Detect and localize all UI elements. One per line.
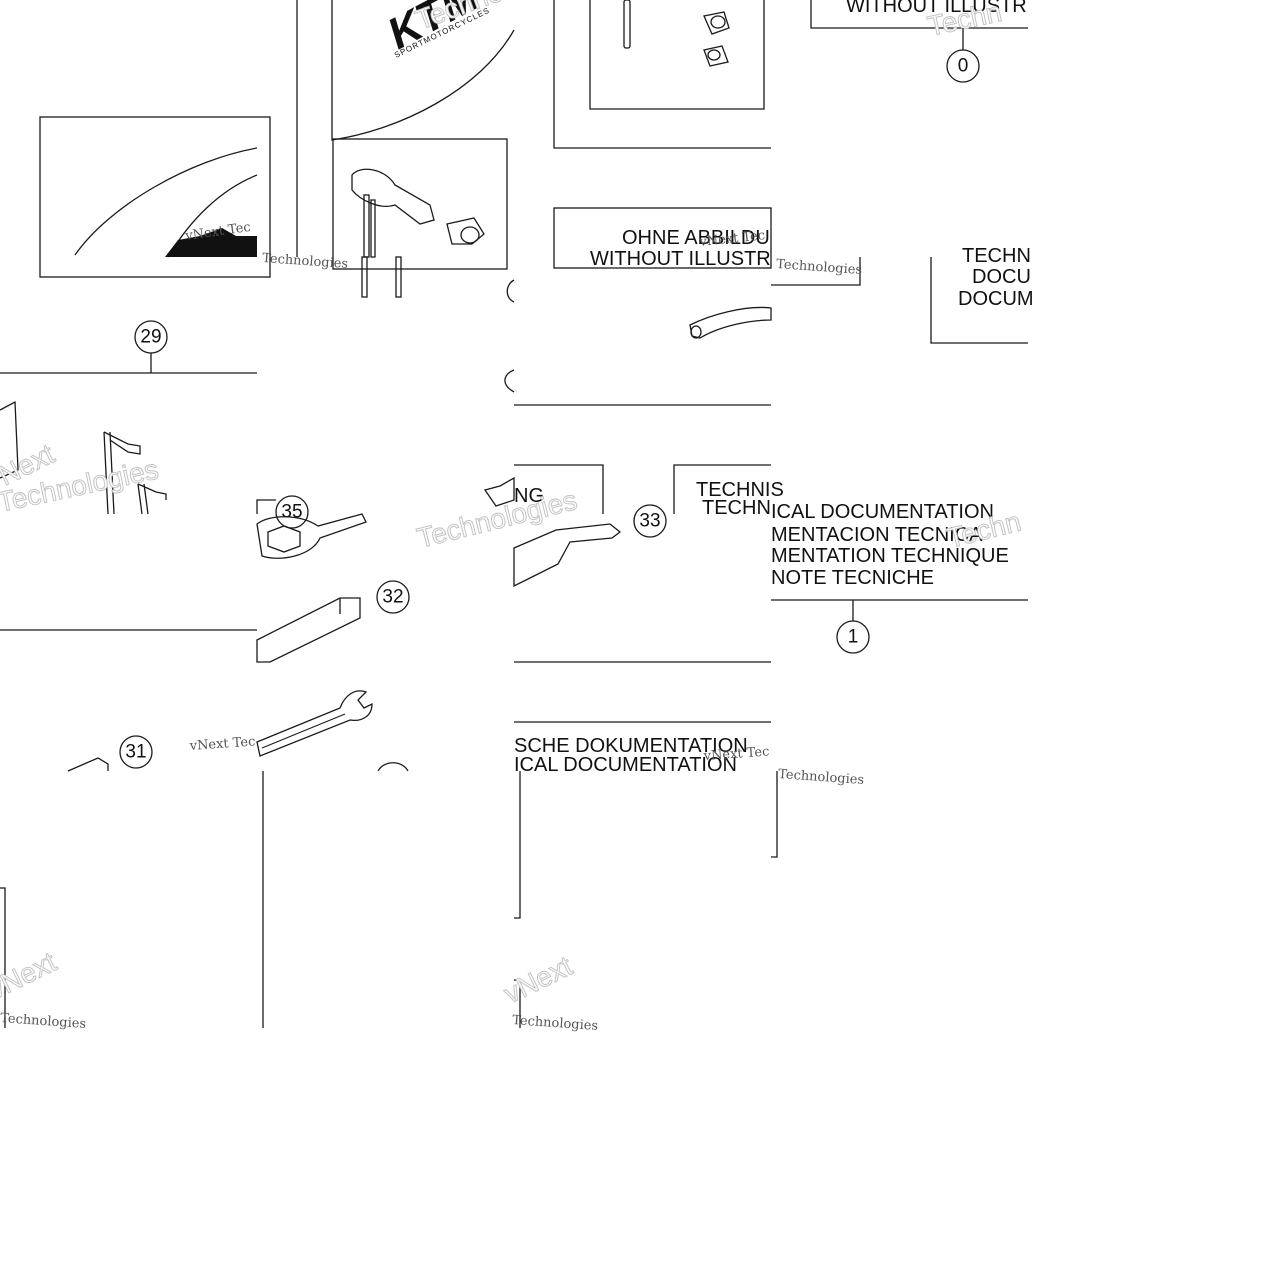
doc-big-line1: ICAL DOCUMENTATION: [771, 501, 994, 523]
doc-box-right: Technologies TECHN DOCU DOCUM: [771, 245, 1034, 344]
doc-center-line2: TECHN: [702, 497, 771, 519]
bits-box: OHNE ABBILDU WITHOUT ILLUSTR vNext Tec: [553, 0, 772, 270]
doc-small-left: NG: [514, 485, 544, 507]
callout-32-label: 32: [382, 587, 403, 608]
watermark-tech-5: Technologies: [414, 484, 580, 554]
watermark-techno-1: Techno: [411, 0, 506, 36]
callout-31-label: 31: [125, 742, 146, 763]
doc-big-line2: MENTACION TECNICA: [771, 524, 983, 546]
callout-33: 33: [633, 504, 667, 538]
watermark-vnext-10: vNext: [0, 946, 61, 1005]
doc-right-line3: DOCUM: [958, 288, 1034, 310]
ktm-flag: KTM SPORTMOTORCYCLES Techno: [296, 0, 515, 257]
callout-29: 29: [134, 320, 168, 354]
watermark-tech-12: Technologies: [778, 767, 865, 788]
callout-1-label: 1: [848, 627, 859, 648]
open-wrench: [256, 690, 409, 772]
watermark-vnext-2: vNext Tec: [698, 228, 766, 250]
doc-big-line4: NOTE TECNICHE: [771, 567, 934, 589]
special-spanner: SCHE DOKUMENTATION ICAL DOCUMENTATION vN…: [513, 523, 771, 776]
watermark-vnext-11: vNext: [499, 950, 577, 1009]
doc-center-line1: TECHNIS: [696, 479, 784, 501]
watermark-tech-4: Technologies: [262, 251, 349, 272]
doc-bottom-line2: ICAL DOCUMENTATION: [514, 754, 737, 776]
doc-top-line1: WITHOUT ILLUSTR: [846, 0, 1027, 17]
doc-box-big: ICAL DOCUMENTATION MENTACION TECNICA MEN…: [771, 501, 1028, 621]
watermark-tech-10: Technologies: [0, 1011, 87, 1032]
callout-31: 31: [119, 735, 153, 769]
watermark-tech-6: Technologies: [776, 257, 863, 278]
doc-big-line3: MENTATION TECHNIQUE: [771, 545, 1009, 567]
callout-1: 1: [836, 620, 870, 654]
hex-key-continued: Technologies: [262, 251, 515, 507]
callout-0-label: 0: [958, 56, 969, 77]
t-handle-hex-key: [332, 138, 508, 270]
callout-35: 35: [256, 495, 309, 529]
row3-left: vNext Tec: [0, 629, 257, 772]
doc-right-line2: DOCU: [972, 266, 1031, 288]
callout-33-label: 33: [639, 511, 660, 532]
row4-fragments: vNext Technologies vNext Technologies Te…: [0, 767, 865, 1034]
flag-box: vNext Tec: [39, 116, 271, 278]
callout-0: 0: [946, 49, 980, 83]
callout-35-label: 35: [281, 502, 302, 523]
callout-29-label: 29: [140, 327, 161, 348]
watermark-vnext-7: vNext Tec: [188, 734, 256, 754]
doc-mid-line1: OHNE ABBILDU: [622, 227, 770, 249]
callout-32: 32: [376, 580, 410, 614]
pin-spanner: NG TECHNIS TECHN Technologies: [413, 306, 784, 554]
hex-key-set: vNext Technologies: [0, 353, 257, 518]
doc-right-line1: TECHN: [962, 245, 1031, 267]
doc-box-top: WITHOUT ILLUSTR Techn: [810, 0, 1028, 50]
watermark-vnext-8: vNext Tec: [702, 744, 770, 764]
watermark-tech-11: Technologies: [512, 1013, 599, 1034]
doc-bottom-line1: SCHE DOKUMENTATION: [514, 735, 748, 757]
doc-mid-line2: WITHOUT ILLUSTR: [590, 248, 771, 270]
flat-bar: [256, 597, 361, 663]
ring-spanner: [256, 513, 367, 559]
